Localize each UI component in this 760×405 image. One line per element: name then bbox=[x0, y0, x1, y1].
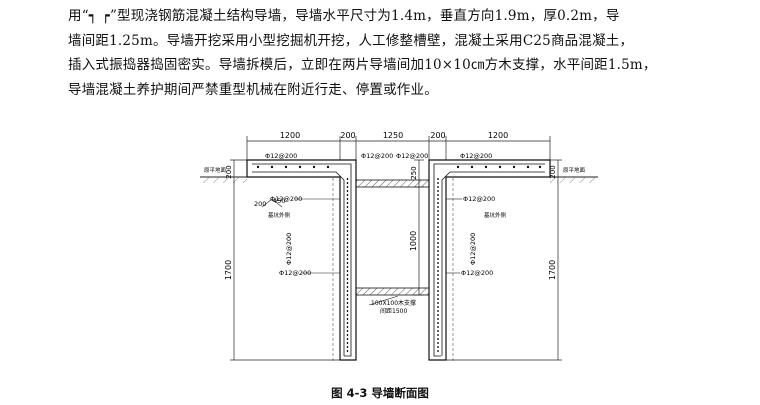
dim-1700-left: 1700 bbox=[224, 260, 233, 280]
inner-dimensions bbox=[414, 159, 424, 296]
paragraph-line: 插入式振捣器捣固密实。导墙拆模后，立即在两片导墙间加10×10㎝方木支撑，水平间… bbox=[68, 57, 657, 73]
paragraph-line: 导墙混凝土养护期间严禁重型机械在附近行走、停置或作业。 bbox=[68, 81, 438, 98]
haunch-dim-200: 200 bbox=[254, 200, 266, 208]
right-wall-rebar bbox=[433, 163, 545, 357]
dim-200-right: 200 bbox=[430, 131, 445, 140]
ground-label-right: 原平地面 bbox=[563, 166, 586, 174]
paragraph-line: 墙间距1.25m。导墙开挖采用小型挖掘机开挖，人工修整槽壁，混凝土采用C25商品… bbox=[68, 32, 634, 49]
dim-200-right-vertical: 200 bbox=[549, 165, 557, 178]
strut-label: 100X100木支撑 bbox=[371, 299, 416, 307]
rebar-label-left-2: Φ12@200 bbox=[279, 269, 311, 277]
rebar-label-left-1: Φ12@200 bbox=[270, 195, 302, 203]
strut-spacing-label: 间距1500 bbox=[380, 307, 407, 315]
rebar-label-left-top: Φ12@200 bbox=[265, 152, 297, 160]
dim-1200-left: 1200 bbox=[280, 131, 300, 140]
left-wall-rebar bbox=[252, 163, 352, 357]
lower-timber-strut bbox=[355, 287, 430, 296]
leader-lines bbox=[295, 198, 462, 274]
soil-side-label-right: 基坑外侧 bbox=[484, 211, 507, 219]
dim-1250: 1250 bbox=[383, 131, 403, 140]
dim-1200-right: 1200 bbox=[488, 131, 508, 140]
dim-1000: 1000 bbox=[409, 231, 418, 251]
figure-caption: 图 4-3 导墙断面图 bbox=[331, 386, 429, 400]
strut-leader bbox=[368, 295, 399, 306]
haunch-dim-450: 450 bbox=[273, 197, 285, 205]
body-paragraph: 用“┑ ┍”型现浇钢筋混凝土结构导墙，导墙水平尺寸为1.4m，垂直方向1.9m，… bbox=[68, 4, 708, 102]
left-vertical-dimension bbox=[230, 159, 340, 361]
ground-label-left: 原平地面 bbox=[204, 166, 227, 174]
paragraph-line: 用“┑ ┍”型现浇钢筋混凝土结构导墙，导墙水平尺寸为1.4m，垂直方向1.9m，… bbox=[68, 8, 620, 24]
dim-250: 250 bbox=[410, 166, 418, 179]
soil-hatch-left bbox=[200, 177, 247, 183]
dim-1700-right: 1700 bbox=[548, 260, 557, 280]
rebar-label-right-vertical: Φ12@200 bbox=[469, 233, 477, 265]
right-vertical-dimension bbox=[446, 159, 562, 361]
soil-hatch-right bbox=[550, 177, 598, 183]
dim-200-left-vertical: 200 bbox=[225, 165, 233, 178]
rebar-label-right-top: Φ12@200 bbox=[460, 152, 492, 160]
rebar-label-right-1: Φ12@200 bbox=[463, 195, 495, 203]
haunch-marker bbox=[261, 198, 283, 208]
left-guide-wall bbox=[246, 159, 357, 361]
rebar-label-right-2: Φ12@200 bbox=[461, 269, 493, 277]
rebar-label-center-left: Φ12@200 bbox=[361, 152, 393, 160]
rebar-label-left-vertical: Φ12@200 bbox=[285, 233, 293, 265]
rebar-label-center-right: Φ12@200 bbox=[396, 152, 428, 160]
right-guide-wall bbox=[428, 159, 551, 361]
top-dimension-chain bbox=[246, 136, 551, 162]
soil-side-label-left: 基坑外侧 bbox=[268, 211, 291, 219]
top-rebar-dots bbox=[256, 165, 542, 169]
upper-timber-strut bbox=[355, 179, 430, 188]
dim-200-left: 200 bbox=[340, 131, 355, 140]
